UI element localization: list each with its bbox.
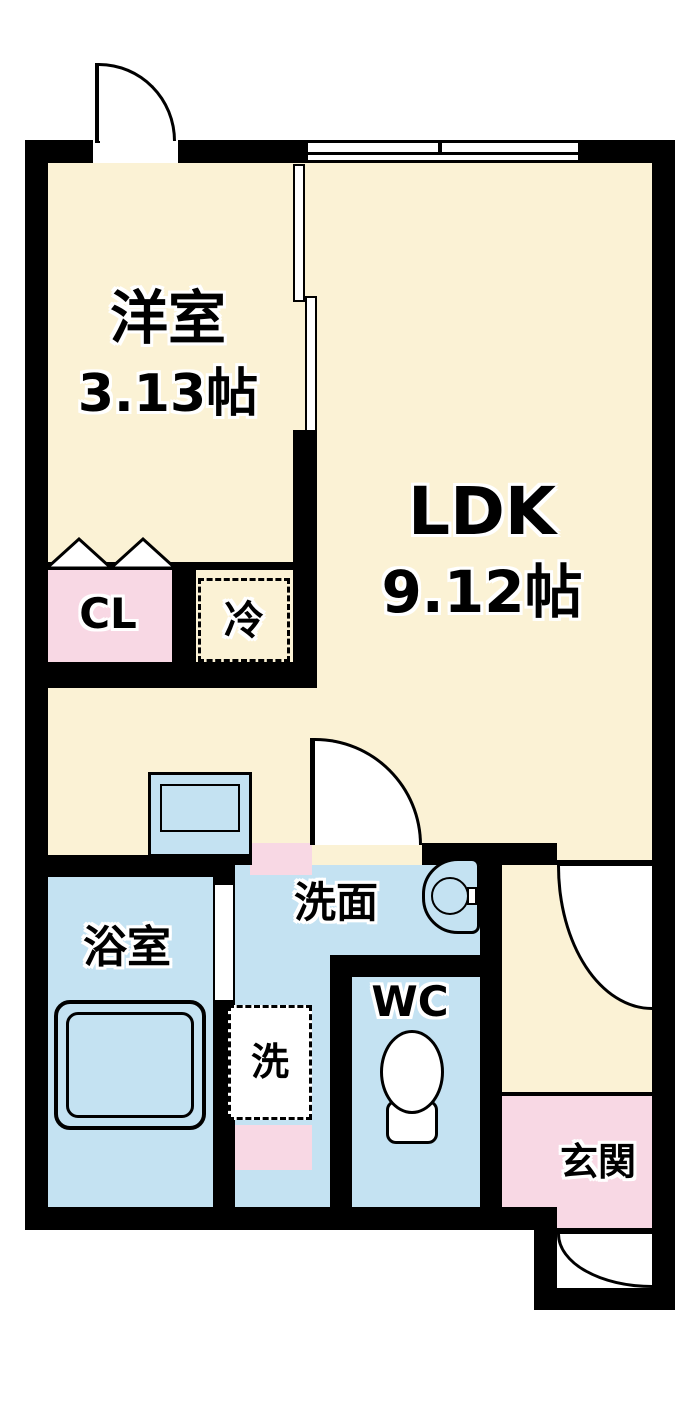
wall-partition-lower <box>293 430 317 688</box>
label-closet: CL <box>79 589 137 638</box>
entrance-step <box>502 1092 652 1096</box>
label-ldk: LDK <box>408 473 556 550</box>
wall-top-mid <box>178 140 308 163</box>
vanity-basin <box>160 784 240 832</box>
wall-hall-left <box>480 843 502 1207</box>
room-closet <box>48 570 172 662</box>
window <box>308 140 578 163</box>
label-entrance: 玄関 <box>559 1140 637 1184</box>
label-laundry: 洗 <box>250 1040 290 1084</box>
wall-bottom-main <box>25 1207 557 1230</box>
entrance-door-arc-icon <box>557 1234 652 1288</box>
washroom-door-leaf <box>310 738 315 845</box>
wall-wc-left <box>330 955 352 1207</box>
refrigerator-space-icon <box>198 578 290 662</box>
label-refrigerator: 冷 <box>224 598 264 644</box>
balcony-door-leaf <box>95 63 100 143</box>
bathtub-icon <box>54 1000 206 1130</box>
label-ldk-size: 9.12帖 <box>381 558 583 626</box>
vanity-counter-icon <box>148 772 252 857</box>
sink-tap <box>467 887 477 905</box>
label-wc: WC <box>371 977 449 1026</box>
bathtub-inner <box>66 1012 194 1118</box>
washing-machine-space-icon <box>228 1005 312 1120</box>
label-western-room-size: 3.13帖 <box>77 364 259 424</box>
sliding-door-panel-1 <box>293 164 305 302</box>
sliding-door-panel-2 <box>305 296 317 432</box>
window-mullion <box>438 143 442 155</box>
laundry-threshold <box>232 1125 312 1170</box>
wall-ext-bottom <box>534 1288 675 1310</box>
entrance-door-leaf <box>557 1228 652 1234</box>
sink-basin <box>431 877 469 915</box>
balcony-door-arc-icon <box>99 63 176 141</box>
label-bathroom: 浴室 <box>83 922 171 973</box>
label-western-room: 洋室 <box>109 284 227 352</box>
bath-door <box>213 885 235 1000</box>
window-center-line <box>308 152 578 155</box>
label-washroom: 洗面 <box>293 878 379 927</box>
wall-right <box>652 140 675 1310</box>
folding-closet-doors-icon <box>44 536 176 570</box>
toilet-icon <box>380 1030 444 1114</box>
wall-wc-top <box>330 955 502 977</box>
wall-top-right <box>578 140 675 163</box>
washroom-threshold <box>250 843 312 875</box>
wall-below-closet <box>25 662 317 688</box>
sink-icon <box>422 858 480 934</box>
wall-bath-top <box>25 855 235 877</box>
hall-door-leaf <box>557 860 652 866</box>
